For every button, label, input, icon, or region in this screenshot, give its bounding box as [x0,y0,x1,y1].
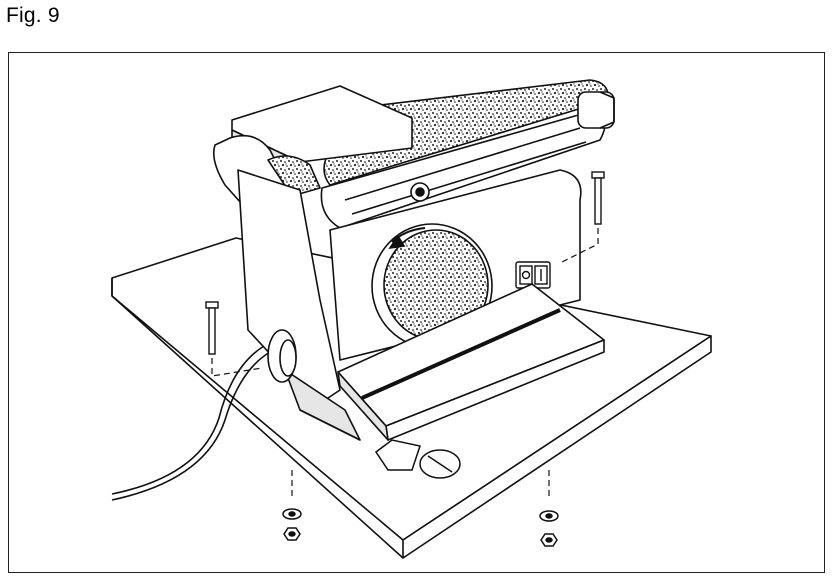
mounting-guide-lines [211,228,599,500]
nut-icon [540,533,558,547]
figure-label: Fig. 9 [6,4,60,27]
disc-work-table [337,283,605,441]
workbench-front-edge [402,335,712,559]
nut-icon [283,527,301,541]
bolt-icon [591,171,605,225]
power-switch-icon [515,261,551,289]
illustration-frame [8,52,825,573]
washer-icon [282,508,302,520]
bolt-icon [205,301,219,355]
table-tilt-knob [374,439,461,479]
washer-icon [539,510,559,522]
belt-tension-handle [577,91,615,129]
power-cord [111,329,297,501]
